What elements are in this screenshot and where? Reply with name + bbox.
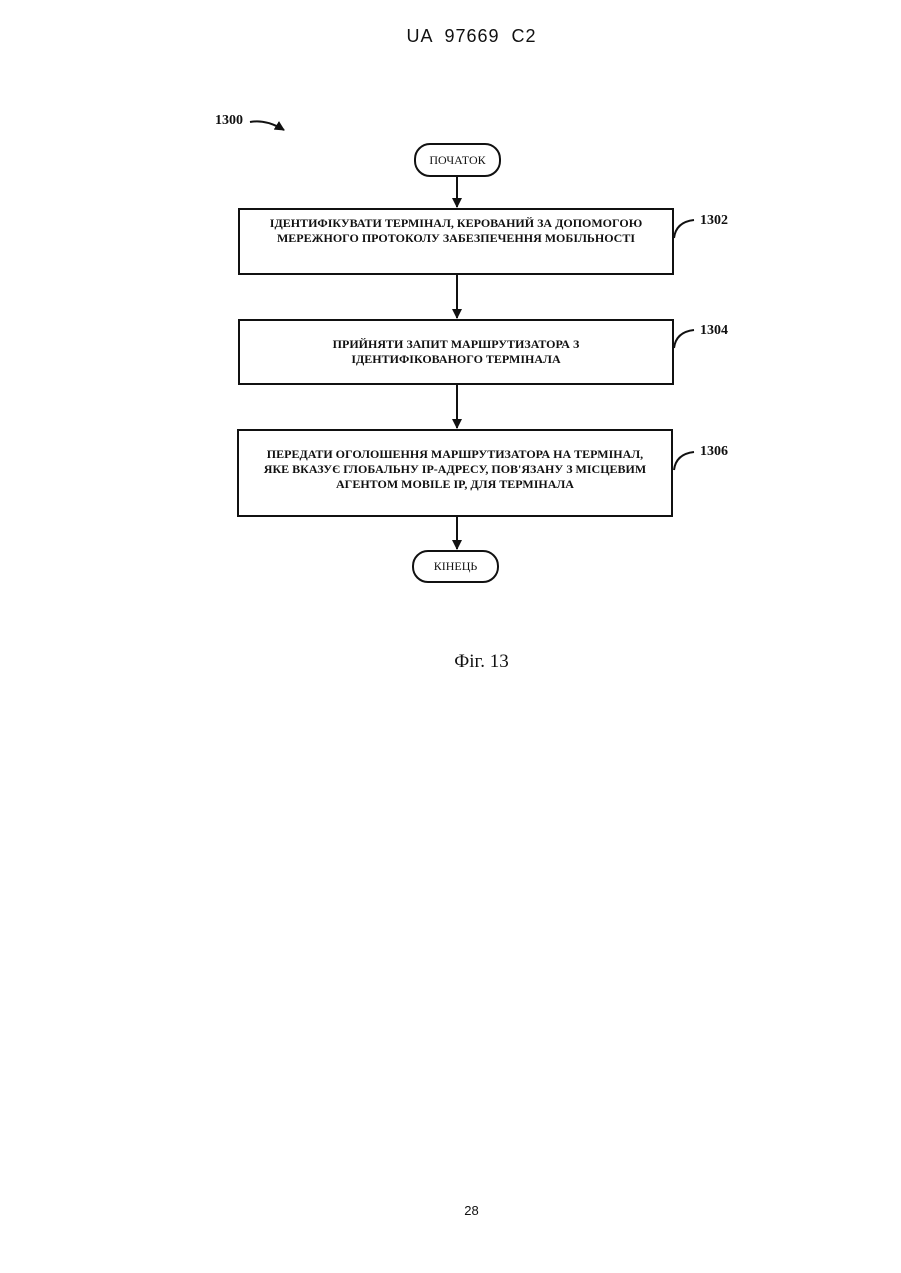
page-number: 28 (0, 1203, 901, 1218)
ref-leader-1306 (674, 452, 694, 470)
step-1302-text: ІДЕНТИФІКУВАТИ ТЕРМІНАЛ, КЕРОВАНИЙ ЗА ДО… (268, 216, 644, 273)
step-1304-ref: 1304 (700, 323, 728, 339)
end-label: КІНЕЦЬ (434, 559, 478, 574)
start-terminal: ПОЧАТОК (414, 143, 501, 177)
figure-caption: Фіг. 13 (0, 651, 901, 673)
step-1306: ПЕРЕДАТИ ОГОЛОШЕННЯ МАРШРУТИЗАТОРА НА ТЕ… (237, 429, 673, 517)
ref-leader-1302 (674, 220, 694, 238)
ref-leader-1304 (674, 330, 694, 348)
end-terminal: КІНЕЦЬ (412, 550, 499, 583)
step-1306-ref: 1306 (700, 444, 728, 460)
step-1304-text: ПРИЙНЯТИ ЗАПИТ МАРШРУТИЗАТОРА З ІДЕНТИФІ… (268, 337, 644, 383)
step-1304: ПРИЙНЯТИ ЗАПИТ МАРШРУТИЗАТОРА З ІДЕНТИФІ… (238, 319, 674, 385)
diagram-label-arrow (250, 121, 284, 130)
step-1302: ІДЕНТИФІКУВАТИ ТЕРМІНАЛ, КЕРОВАНИЙ ЗА ДО… (238, 208, 674, 275)
step-1302-ref: 1302 (700, 213, 728, 229)
start-label: ПОЧАТОК (429, 153, 485, 168)
step-1306-text: ПЕРЕДАТИ ОГОЛОШЕННЯ МАРШРУТИЗАТОРА НА ТЕ… (259, 447, 651, 515)
